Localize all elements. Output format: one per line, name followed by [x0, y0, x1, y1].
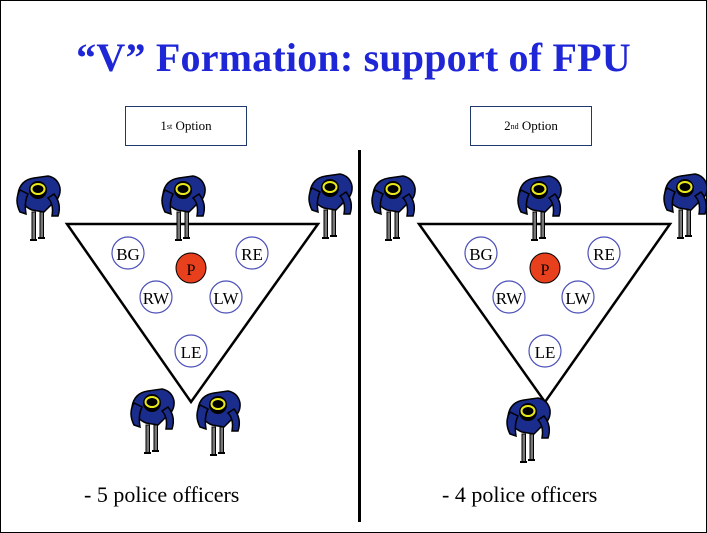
- option-1-label: Option: [172, 118, 212, 133]
- role-le-label: LE: [181, 343, 202, 362]
- caption-option-2: - 4 police officers: [442, 482, 598, 507]
- role-bg-label: BG: [469, 245, 493, 264]
- officer-figure: [371, 175, 417, 241]
- principal-label: P: [187, 262, 196, 279]
- role-circle: [528, 334, 562, 368]
- role-le-label: LE: [535, 343, 556, 362]
- role-circle: [464, 236, 498, 270]
- role-circle: [111, 236, 145, 270]
- option-2-label: Option: [518, 118, 558, 133]
- officer-figure: [16, 175, 62, 241]
- option-2-ordinal: nd: [510, 121, 519, 131]
- principal-marker: [529, 252, 561, 284]
- officer-figure: [506, 397, 552, 463]
- slide-title: “V” Formation: support of FPU: [76, 35, 631, 80]
- role-circle: [209, 280, 243, 314]
- role-lw-label: LW: [565, 289, 591, 308]
- principal-label: P: [541, 262, 550, 279]
- role-bg-label: BG: [116, 245, 140, 264]
- formation-2: BG RE RW LW LE P: [371, 173, 707, 463]
- center-divider: [358, 150, 361, 522]
- role-re-label: RE: [593, 245, 615, 264]
- officer-figure: [130, 388, 176, 454]
- role-circle: [174, 334, 208, 368]
- officer-figure: [196, 390, 242, 456]
- option-1-ordinal: st: [166, 121, 173, 131]
- role-lw-label: LW: [213, 289, 239, 308]
- option-1-number: 1: [160, 118, 167, 133]
- role-rw-label: RW: [143, 289, 170, 308]
- v-triangle: [64, 222, 321, 405]
- officer-figure: [663, 173, 707, 239]
- role-circle: [492, 280, 526, 314]
- role-circle: [235, 236, 269, 270]
- role-circle: [139, 280, 173, 314]
- option-2-number: 2: [504, 118, 511, 133]
- role-re-label: RE: [241, 245, 263, 264]
- principal-marker: [175, 252, 207, 284]
- role-rw-label: RW: [496, 289, 523, 308]
- role-circle: [561, 280, 595, 314]
- role-circle: [587, 236, 621, 270]
- formation-1: BG RE RW LW LE P: [16, 173, 354, 456]
- v-triangle: [416, 222, 673, 405]
- caption-option-1: - 5 police officers: [84, 482, 240, 507]
